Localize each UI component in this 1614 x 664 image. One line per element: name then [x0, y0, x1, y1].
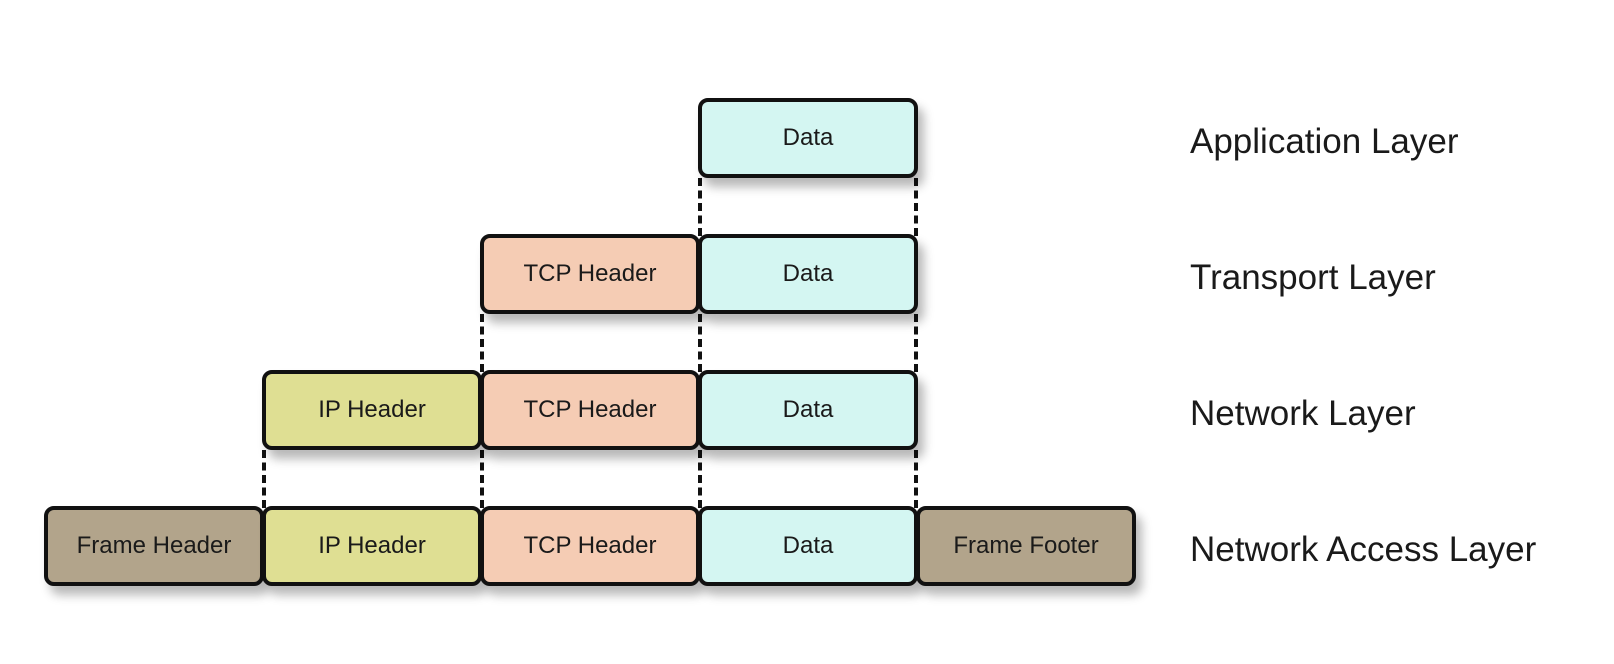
connector-app-transport-left — [698, 178, 702, 236]
connector-network-access-ip — [262, 450, 266, 508]
layer-label-network-access: Network Access Layer — [1190, 530, 1537, 569]
layer-label-application: Application Layer — [1190, 122, 1459, 161]
connector-app-transport-right — [914, 178, 918, 236]
access-tcp-header-block: TCP Header — [480, 506, 700, 586]
layer-label-transport: Transport Layer — [1190, 258, 1436, 297]
transport-data-block: Data — [698, 234, 918, 314]
application-data-block: Data — [698, 98, 918, 178]
access-frame-footer-block: Frame Footer — [916, 506, 1136, 586]
connector-network-access-mid — [698, 450, 702, 508]
connector-transport-network-mid — [698, 314, 702, 372]
layer-label-network: Network Layer — [1190, 394, 1416, 433]
connector-transport-network-right — [914, 314, 918, 372]
connector-network-access-right — [914, 450, 918, 508]
access-frame-header-block: Frame Header — [44, 506, 264, 586]
connector-network-access-tcp — [480, 450, 484, 508]
transport-tcp-header-block: TCP Header — [480, 234, 700, 314]
access-data-block: Data — [698, 506, 918, 586]
network-tcp-header-block: TCP Header — [480, 370, 700, 450]
access-ip-header-block: IP Header — [262, 506, 482, 586]
network-ip-header-block: IP Header — [262, 370, 482, 450]
connector-transport-network-tcp — [480, 314, 484, 372]
network-data-block: Data — [698, 370, 918, 450]
